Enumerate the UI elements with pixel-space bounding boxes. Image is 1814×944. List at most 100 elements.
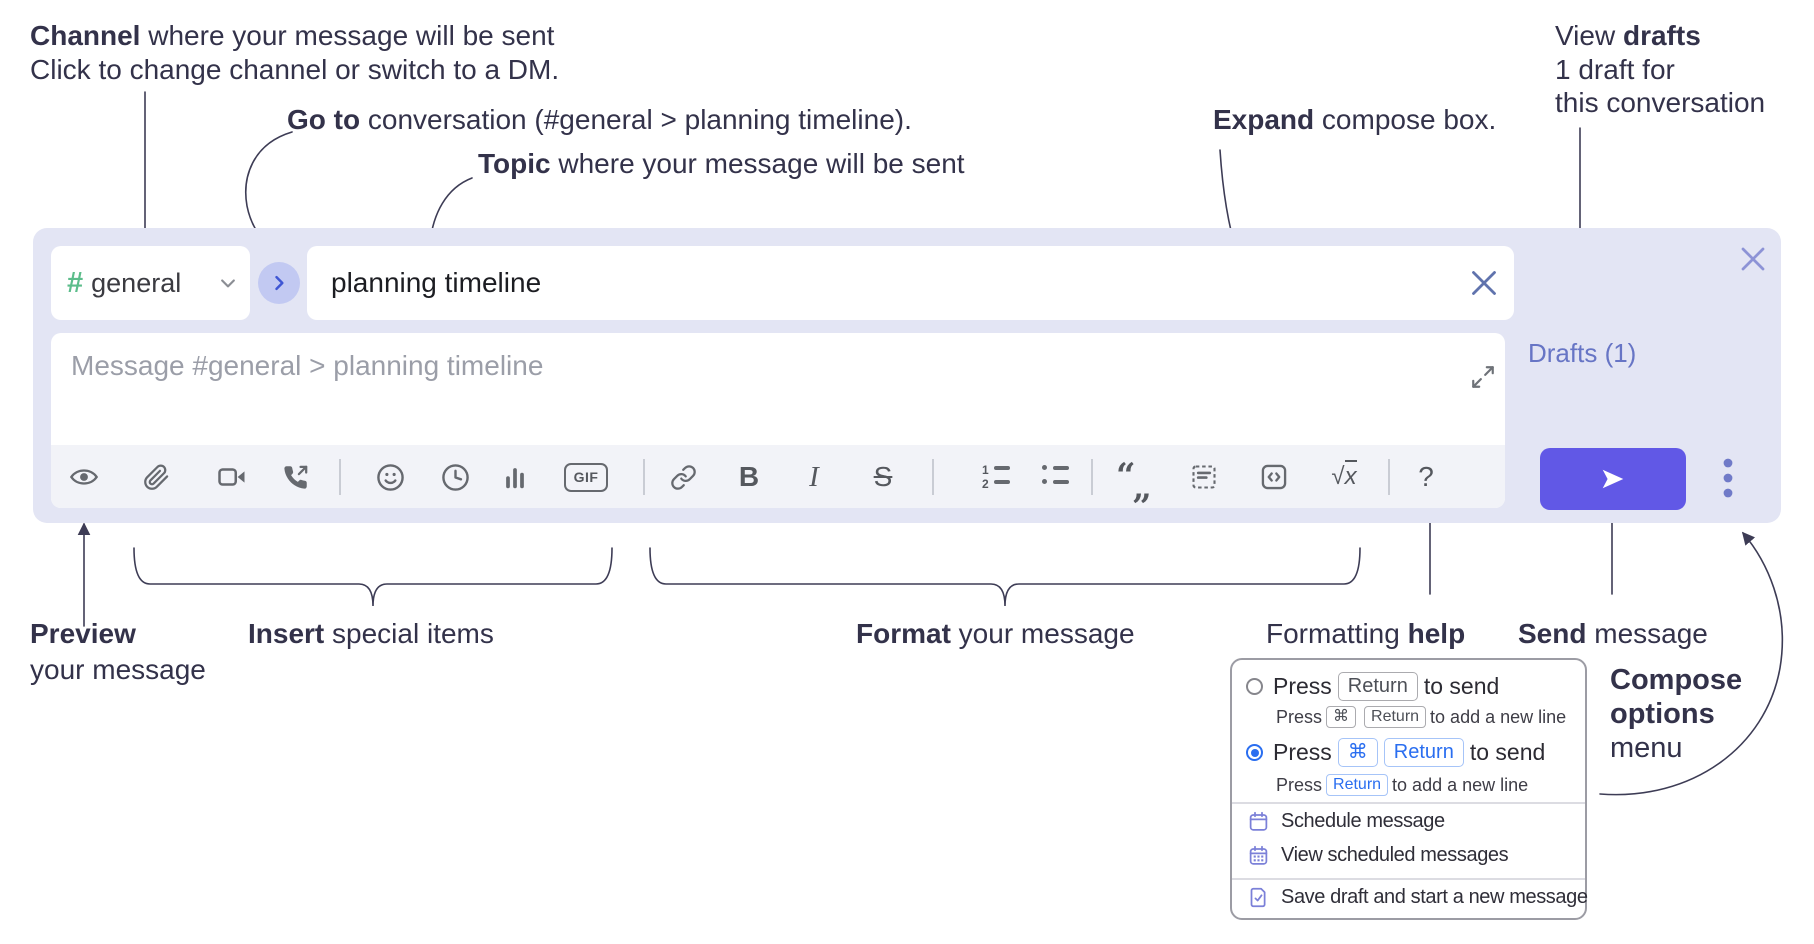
link-icon (670, 464, 696, 490)
voice-call-button[interactable] (273, 455, 317, 499)
drafts-link[interactable]: Drafts (1) (1528, 338, 1637, 368)
bold-button[interactable]: B (727, 455, 771, 499)
toolbar-divider (932, 459, 934, 495)
return-key: Return (1337, 672, 1418, 701)
expand-compose-icon[interactable] (1470, 364, 1496, 390)
option-enter-to-send-hint: Press ⌘ Return to add a new line (1276, 706, 1567, 728)
video-camera-icon (218, 468, 245, 486)
link-button[interactable] (661, 455, 705, 499)
add-poll-button[interactable] (493, 455, 537, 499)
bulleted-list-icon (1041, 463, 1071, 491)
option-cmd-enter-hint: Press Return to add a new line (1276, 774, 1529, 796)
menu-item-view-scheduled[interactable]: View scheduled messages (1248, 844, 1509, 867)
clear-topic-icon[interactable] (1470, 269, 1498, 297)
channel-selector[interactable]: # general (51, 246, 250, 320)
attach-file-button[interactable] (134, 455, 178, 499)
option-cmd-enter-to-send[interactable]: Press ⌘ Return to send (1246, 738, 1545, 767)
bold-icon: B (738, 461, 760, 492)
go-to-conversation-button[interactable] (258, 262, 300, 304)
annotation-compose-options-2: options (1610, 698, 1715, 730)
paper-plane-icon (1602, 469, 1624, 489)
strikethrough-button[interactable]: S (861, 455, 905, 499)
channel-name: general (91, 267, 182, 298)
send-button[interactable] (1540, 448, 1686, 510)
strikethrough-icon: S (873, 461, 893, 492)
radio-unchecked-icon[interactable] (1246, 678, 1263, 695)
annotation-format: Format your message (856, 618, 1135, 649)
menu-item-save-draft[interactable]: Save draft and start a new message (1248, 886, 1588, 909)
compose-options-menu: Press Return to send Press ⌘ Return to a… (1230, 658, 1588, 920)
message-placeholder: Message #general > planning timeline (71, 350, 544, 381)
option-enter-to-send[interactable]: Press Return to send (1246, 672, 1499, 701)
brace-format (649, 547, 1361, 607)
toolbar-divider (1388, 459, 1390, 495)
toolbar-divider (339, 459, 341, 495)
schedule-button[interactable] (433, 455, 477, 499)
compose-options-button[interactable] (1706, 452, 1750, 508)
annotation-channel-note: Click to change channel or switch to a D… (30, 54, 560, 85)
toolbar-divider (1091, 459, 1093, 495)
annotation-insert: Insert special items (248, 618, 494, 649)
annotation-drafts: View drafts (1555, 20, 1701, 51)
calendar-grid-icon (1249, 845, 1268, 865)
annotation-drafts-note1: 1 draft for (1555, 54, 1675, 85)
annotation-preview: Preview (30, 618, 136, 649)
return-key: Return (1383, 738, 1464, 767)
video-call-button[interactable] (210, 455, 254, 499)
annotation-send: Send message (1518, 618, 1708, 649)
spoiler-button[interactable] (1182, 455, 1226, 499)
close-compose-icon[interactable] (1738, 244, 1768, 274)
quote-button[interactable]: “„ (1112, 455, 1156, 508)
vertical-dots-icon (1723, 458, 1733, 498)
cmd-key: ⌘ (1337, 738, 1378, 767)
formatting-help-button[interactable]: ? (1404, 455, 1448, 499)
annotation-expand: Expand compose box. (1213, 104, 1497, 135)
topic-input-box (307, 246, 1514, 320)
numbered-list-icon: 1 2 (982, 463, 1012, 491)
radio-checked-icon[interactable] (1246, 744, 1263, 761)
preview-button[interactable] (62, 455, 106, 499)
poll-bar-chart-icon (506, 468, 524, 489)
code-icon (1261, 464, 1287, 490)
annotation-compose-options-1: Compose (1610, 664, 1743, 696)
math-button[interactable]: √x (1318, 455, 1370, 499)
phone-outgoing-icon (283, 465, 307, 489)
emoji-button[interactable] (368, 455, 412, 499)
numbered-list-button[interactable]: 1 2 (975, 455, 1019, 499)
annotation-topic: Topic where your message will be sent (478, 148, 965, 179)
bulleted-list-button[interactable] (1034, 455, 1078, 499)
document-check-icon (1250, 887, 1266, 908)
chevron-right-icon (275, 275, 284, 291)
annotation-compose-options-3: menu (1610, 732, 1683, 764)
menu-separator (1232, 878, 1585, 880)
annotation-goto: Go to conversation (#general > planning … (287, 104, 912, 135)
return-key: Return (1364, 706, 1427, 728)
quote-icon: “„ (1116, 456, 1152, 508)
clock-icon (441, 463, 469, 491)
question-mark-icon: ? (1418, 461, 1434, 492)
topic-input[interactable] (331, 246, 1431, 320)
italic-icon: I (809, 460, 819, 493)
gif-icon: GIF (564, 462, 608, 492)
return-key: Return (1326, 774, 1389, 796)
annotation-formatting-help: Formatting help (1266, 618, 1466, 649)
paperclip-icon (143, 463, 168, 490)
add-gif-button[interactable]: GIF (564, 455, 608, 499)
annotation-preview-line2: your message (30, 654, 206, 685)
spoiler-icon (1192, 465, 1216, 489)
smiley-icon (376, 463, 404, 491)
annotation-drafts-note2: this conversation (1555, 87, 1766, 118)
math-icon: √x (1331, 460, 1357, 491)
toolbar-divider (643, 459, 645, 495)
brace-insert (133, 547, 613, 607)
cmd-key: ⌘ (1326, 706, 1357, 728)
italic-button[interactable]: I (792, 455, 836, 499)
annotation-channel: Channel where your message will be sent (30, 20, 555, 51)
chevron-down-icon (221, 279, 235, 288)
menu-item-schedule-message[interactable]: Schedule message (1248, 810, 1445, 833)
channel-hash-icon: # (67, 266, 84, 299)
code-button[interactable] (1252, 455, 1296, 499)
eye-icon (69, 469, 99, 485)
menu-separator (1232, 802, 1585, 804)
